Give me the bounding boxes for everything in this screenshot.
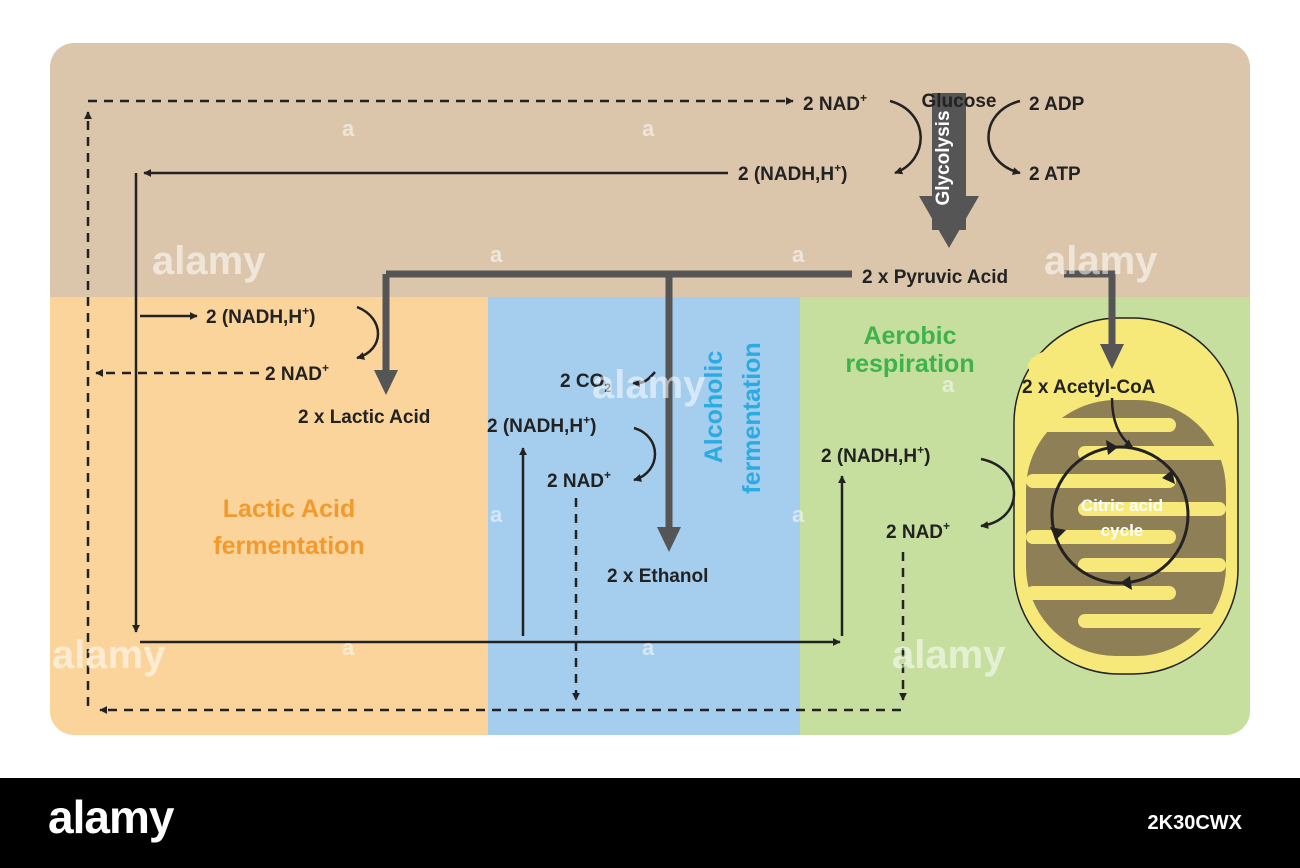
nadh-routing bbox=[132, 169, 846, 646]
lactic-title-line1: Lactic Acid bbox=[223, 495, 355, 523]
citric-acid-label-line2: cycle bbox=[1101, 521, 1144, 540]
watermark-letter: a bbox=[490, 242, 503, 267]
watermark-letter: a bbox=[792, 502, 805, 527]
pyruvate-arrowheads bbox=[374, 344, 1124, 552]
ethanol-product: 2 x Ethanol bbox=[607, 566, 708, 587]
glycolysis-nad-in: 2 NAD+ bbox=[803, 91, 867, 115]
nad-return-lines bbox=[84, 97, 907, 714]
curved-arrows bbox=[356, 99, 1133, 529]
pyruvate-branches bbox=[382, 270, 1116, 530]
alcoholic-nad-label: 2 NAD+ bbox=[547, 468, 611, 492]
footer-brand-logo: alamy bbox=[48, 791, 174, 843]
watermark-letter: a bbox=[792, 242, 805, 267]
top-band bbox=[50, 43, 1250, 297]
alcoholic-region bbox=[488, 297, 800, 735]
alcoholic-nadh-label: 2 (NADH,H+) bbox=[487, 413, 596, 437]
aerobic-nadh-label: 2 (NADH,H+) bbox=[821, 443, 930, 467]
aerobic-title-line1: Aerobic bbox=[863, 322, 956, 350]
glucose-label: Glucose bbox=[922, 91, 997, 112]
footer-image-id: 2K30CWX bbox=[1147, 812, 1242, 834]
watermark-logo: alamy bbox=[892, 633, 1006, 677]
lactic-nad-label: 2 NAD+ bbox=[265, 361, 329, 385]
watermark-logo: alamy bbox=[1044, 239, 1158, 283]
aerobic-nad-label: 2 NAD+ bbox=[886, 519, 950, 543]
adp-label: 2 ADP bbox=[1029, 94, 1085, 115]
atp-label: 2 ATP bbox=[1029, 164, 1081, 185]
acetyl-coa-label: 2 x Acetyl-CoA bbox=[1022, 377, 1156, 398]
lactic-acid-product: 2 x Lactic Acid bbox=[298, 407, 430, 428]
mitochondrion bbox=[1013, 317, 1239, 675]
watermark-letter: a bbox=[642, 635, 655, 660]
pyruvic-acid-label: 2 x Pyruvic Acid bbox=[862, 267, 1008, 288]
watermarks: alamy alamy alamy alamy alamy a a a a a … bbox=[52, 116, 1158, 677]
watermark-letter: a bbox=[490, 502, 503, 527]
lactic-region bbox=[50, 297, 488, 735]
citric-acid-cycle bbox=[1050, 440, 1190, 590]
footer-bar: alamy 2K30CWX bbox=[0, 778, 1300, 868]
glycolysis-label: Glycolysis bbox=[933, 110, 954, 205]
co2-label: 2 CO2 bbox=[560, 371, 611, 395]
lactic-title-line2: fermentation bbox=[213, 532, 364, 560]
watermark-letter: a bbox=[342, 116, 355, 141]
alcoholic-title-line1: Alcoholic bbox=[700, 351, 728, 464]
watermark-logo: alamy bbox=[52, 633, 166, 677]
watermark-letter: a bbox=[342, 635, 355, 660]
aerobic-title-line2: respiration bbox=[845, 350, 974, 378]
alcoholic-title-line2: fermentation bbox=[738, 342, 766, 493]
watermark-logo: alamy bbox=[152, 239, 266, 283]
glycolysis-arrow bbox=[919, 93, 979, 248]
watermark-logo: alamy bbox=[592, 363, 706, 407]
watermark-letter: a bbox=[942, 372, 955, 397]
watermark-letter: a bbox=[642, 116, 655, 141]
glycolysis-nadh-out: 2 (NADH,H+) bbox=[738, 161, 847, 185]
lactic-nadh-label: 2 (NADH,H+) bbox=[206, 304, 315, 328]
citric-acid-label-line1: Citric acid bbox=[1081, 496, 1163, 515]
